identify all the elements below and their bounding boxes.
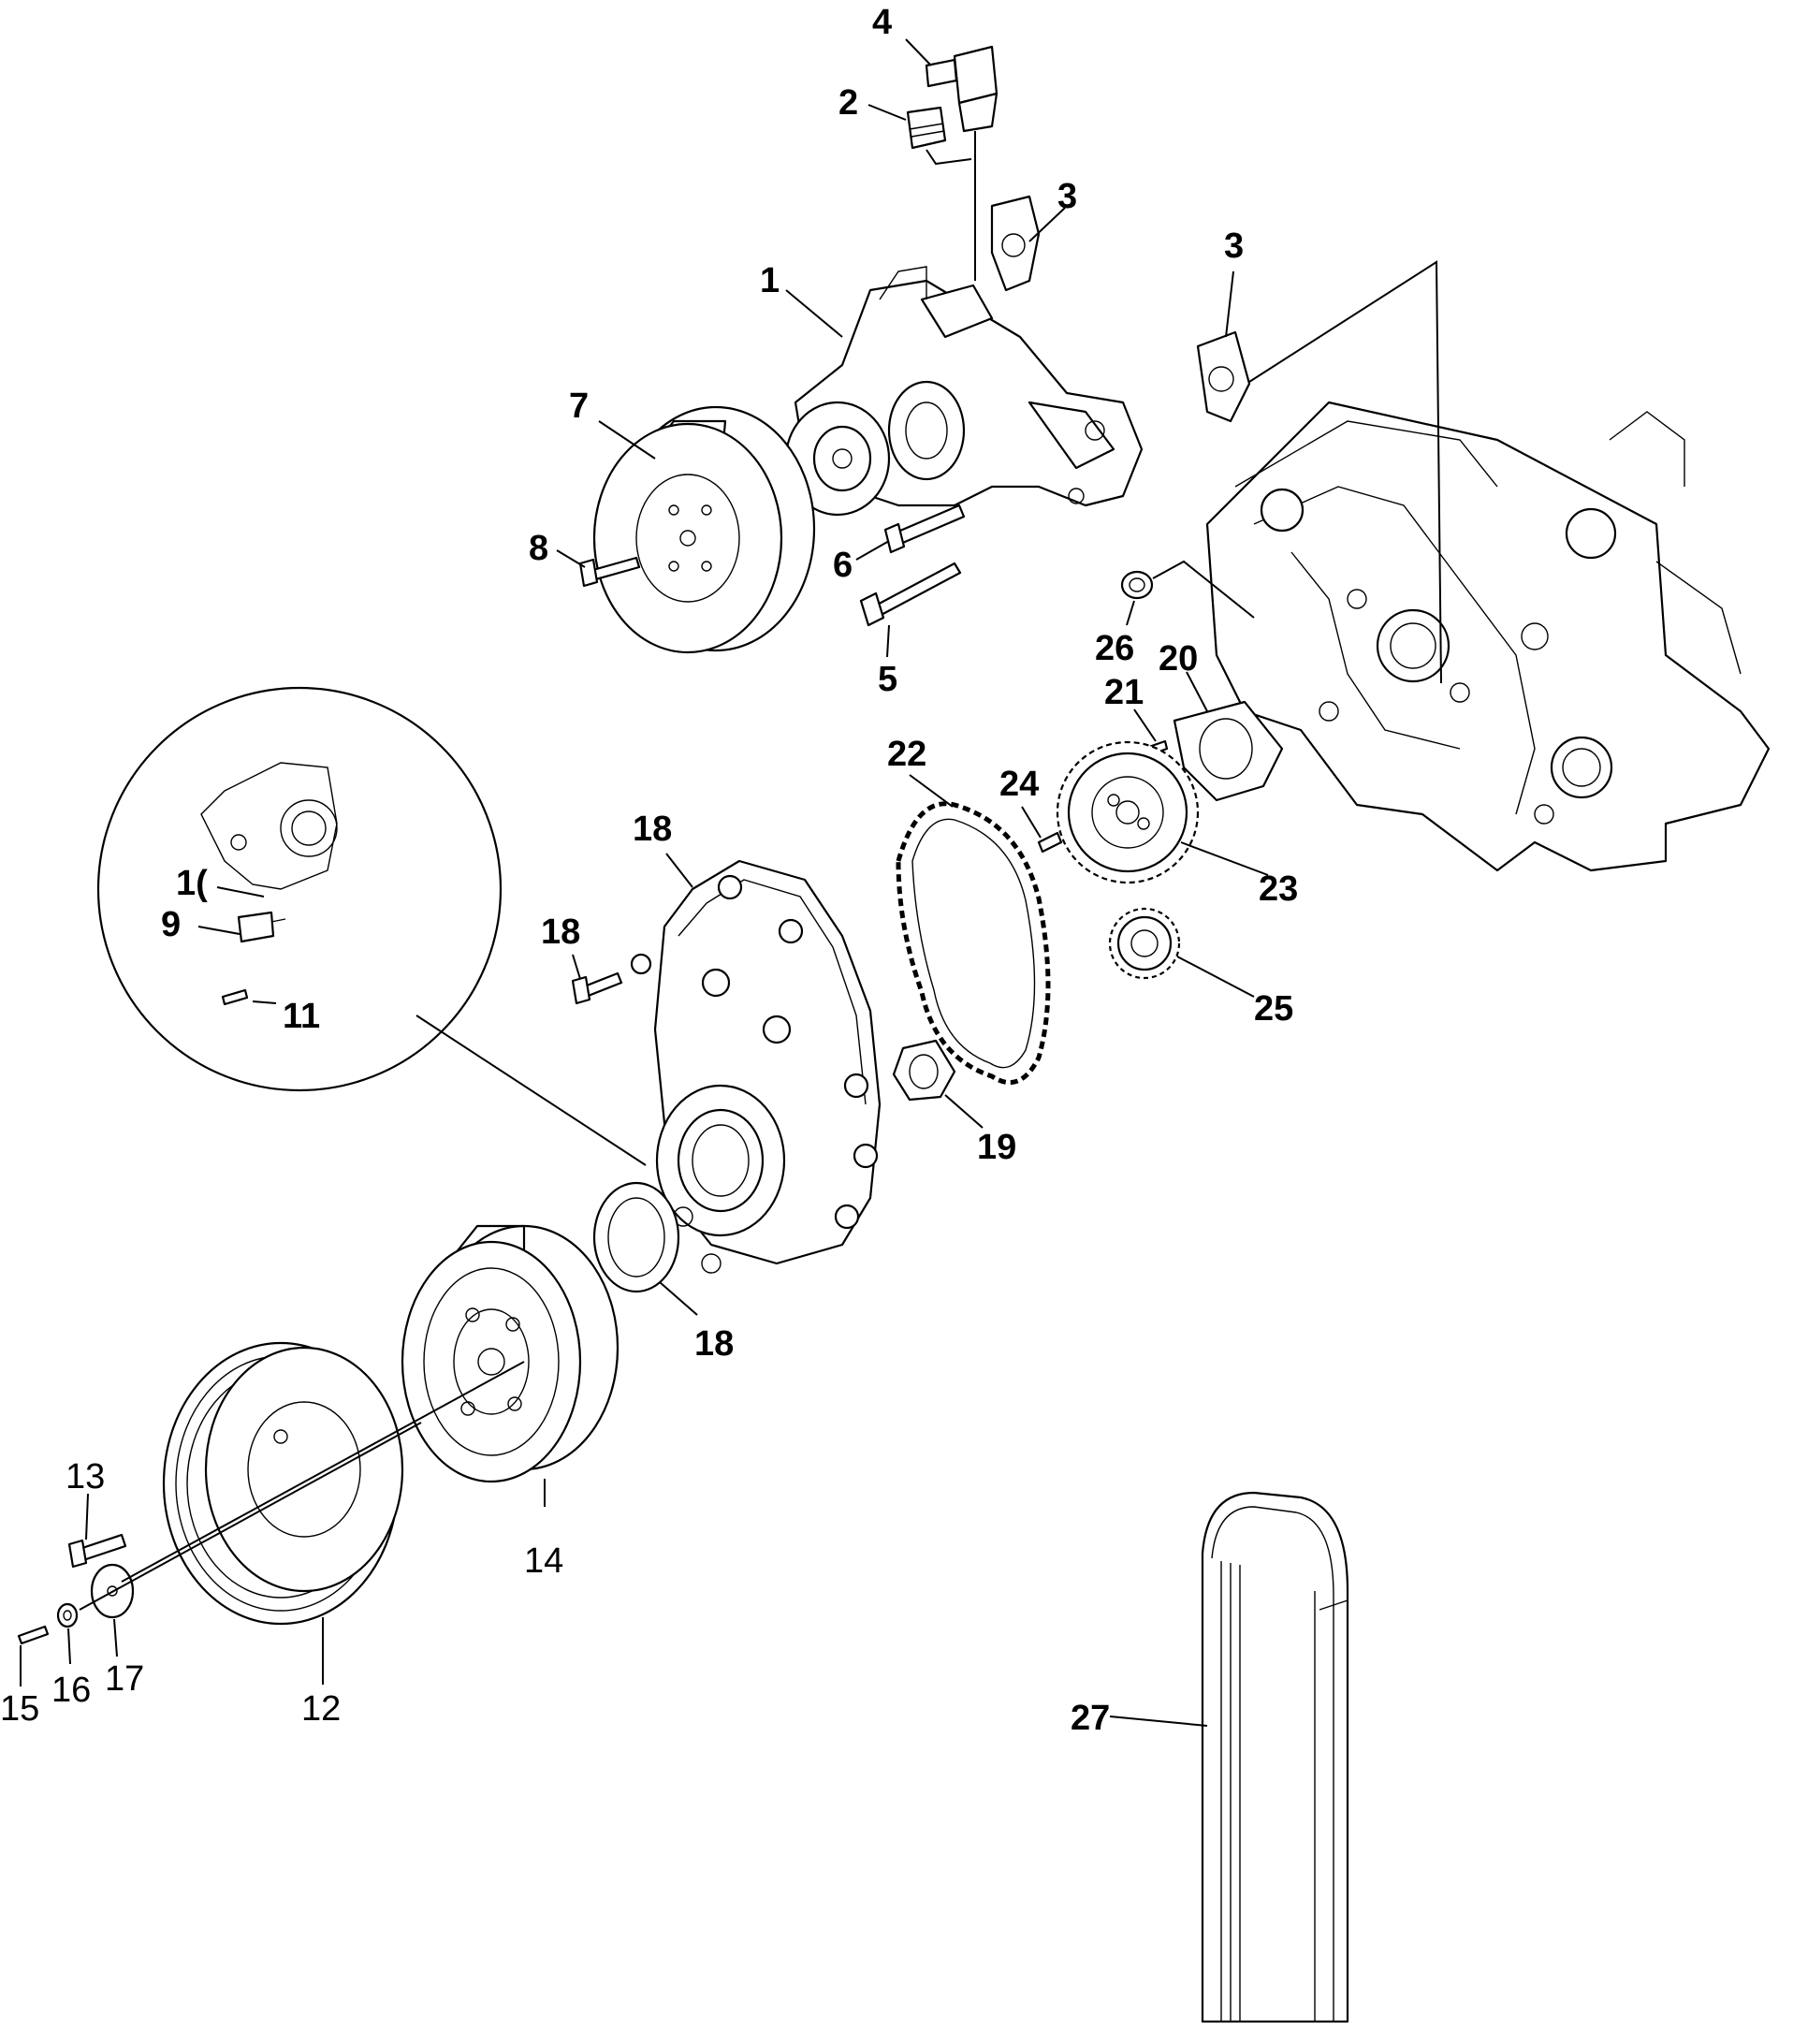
crank-axis-line-2 <box>79 1422 422 1611</box>
leader-18c <box>659 1281 698 1316</box>
callout-2: 2 <box>838 83 858 123</box>
callout-3a: 3 <box>1057 177 1077 216</box>
leader-11 <box>252 1000 277 1004</box>
gasket-upper <box>990 195 1041 292</box>
callout-11: 11 <box>283 997 320 1036</box>
callout-5: 5 <box>878 660 897 699</box>
callout-9: 9 <box>161 905 181 944</box>
callout-3b: 3 <box>1224 226 1244 266</box>
callout-18b: 18 <box>541 912 580 952</box>
engine-block-front <box>1205 401 1771 872</box>
callout-13: 13 <box>66 1457 105 1496</box>
leader-18b <box>572 954 581 980</box>
pipe-plug <box>906 106 947 150</box>
callout-10: 1( <box>176 864 208 903</box>
leader-6 <box>855 540 890 561</box>
callout-17: 17 <box>105 1659 144 1699</box>
leader-25 <box>1176 956 1255 998</box>
callout-24: 24 <box>999 765 1039 804</box>
leader-2 <box>867 104 907 121</box>
callout-18a: 18 <box>633 810 672 849</box>
leader-7 <box>598 420 656 460</box>
crankshaft-pulley <box>162 1341 404 1626</box>
leader-1 <box>785 289 843 338</box>
leader-8 <box>556 549 586 568</box>
detail-inset <box>96 686 503 1092</box>
callout-20: 20 <box>1159 639 1198 679</box>
camshaft-sprocket <box>1056 740 1200 884</box>
leader-26 <box>1126 600 1135 626</box>
callout-21: 21 <box>1104 673 1144 712</box>
leader-22 <box>909 774 954 808</box>
leader-19 <box>944 1094 984 1129</box>
callout-6: 6 <box>833 546 853 585</box>
leader-21 <box>1133 708 1157 742</box>
callout-4: 4 <box>872 3 892 42</box>
sprocket-bolt <box>1037 831 1063 854</box>
leader-17 <box>113 1618 118 1657</box>
balancer-bolt <box>67 1533 127 1569</box>
leader-detail-inset <box>415 1015 647 1166</box>
harmonic-balancer <box>401 1224 620 1483</box>
pulley-bolt-small <box>17 1625 50 1645</box>
callout-7: 7 <box>569 387 589 426</box>
leader-5 <box>886 624 890 658</box>
crankshaft-sprocket <box>1108 907 1181 980</box>
leader-20 <box>1186 671 1208 712</box>
leader-plug <box>926 149 972 166</box>
callout-22: 22 <box>887 735 926 774</box>
leader-3b <box>1225 270 1234 338</box>
leader-9 <box>197 926 241 935</box>
water-pump-pulley <box>592 405 816 654</box>
water-pump <box>784 266 1144 517</box>
callout-23: 23 <box>1259 869 1298 909</box>
callout-14: 14 <box>524 1541 563 1581</box>
front-crank-seal <box>592 1181 680 1293</box>
timing-cover <box>630 859 882 1274</box>
cover-bolt <box>571 971 623 1005</box>
lock-washer <box>56 1602 79 1628</box>
callout-8: 8 <box>529 529 548 568</box>
leader-gasket-block <box>1248 260 1442 684</box>
gasket-lower <box>1196 330 1251 423</box>
callout-12: 12 <box>301 1689 341 1729</box>
leader-4 <box>905 38 932 66</box>
callout-15: 15 <box>0 1689 39 1729</box>
leader-27 <box>1109 1716 1208 1727</box>
leader-10 <box>216 886 265 898</box>
callout-26: 26 <box>1095 629 1134 668</box>
elbow-fitting <box>925 45 999 133</box>
leader-13 <box>85 1493 89 1540</box>
thrust-plate <box>1173 700 1284 802</box>
leader-bushing-block <box>1152 560 1255 619</box>
pump-bolt-long <box>859 562 962 627</box>
callout-25: 25 <box>1254 989 1293 1029</box>
callout-19: 19 <box>977 1128 1016 1167</box>
bushing <box>1120 570 1154 600</box>
leader-18a <box>665 853 693 888</box>
leader-23 <box>1180 841 1269 876</box>
crank-axis-line <box>121 1361 525 1583</box>
leader-16 <box>67 1628 71 1665</box>
leader-24 <box>1021 806 1042 839</box>
callout-18c: 18 <box>694 1324 734 1364</box>
pump-bolt-short <box>883 504 966 554</box>
crank-washer <box>892 1039 956 1102</box>
callout-1: 1 <box>760 261 780 300</box>
timing-chain <box>896 801 1051 1086</box>
leader-3a <box>1028 207 1066 242</box>
callout-16: 16 <box>51 1671 91 1710</box>
serpentine-belt <box>1201 1491 1349 2023</box>
callout-27: 27 <box>1071 1699 1110 1738</box>
